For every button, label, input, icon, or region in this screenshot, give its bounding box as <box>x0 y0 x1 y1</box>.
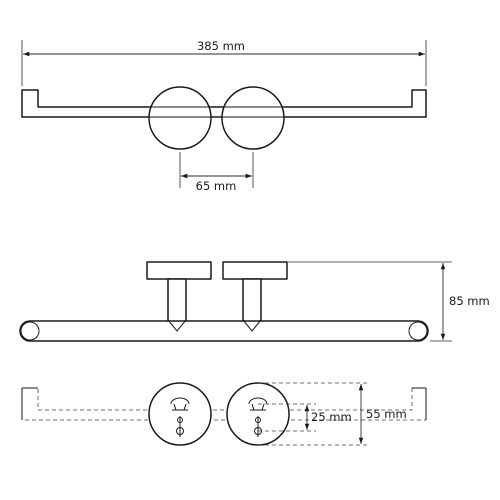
bar-end-left <box>20 321 40 341</box>
bottom-view: 25 mm 55 mm <box>21 382 427 446</box>
post-tip-left <box>167 319 187 332</box>
rosette-right <box>221 86 285 150</box>
height-dimension-label: 85 mm <box>449 294 490 308</box>
rosette-left-bottom <box>148 382 212 446</box>
bar-end-right <box>408 321 428 341</box>
outer-dimension-label: 55 mm <box>366 407 407 421</box>
bar-front <box>19 320 429 342</box>
spacing-dimension-label: 65 mm <box>196 179 237 193</box>
wall-plate-left <box>146 261 212 280</box>
front-view: 85 mm <box>19 261 490 342</box>
keyhole-right-top <box>248 397 268 405</box>
rosette-left <box>148 86 212 150</box>
length-dimension-label: 385 mm <box>197 39 245 53</box>
wall-plate-right <box>222 261 288 280</box>
keyhole-left-top <box>170 397 190 405</box>
inner-dimension-label: 25 mm <box>311 410 352 424</box>
post-tip-right <box>242 319 262 332</box>
top-view: 385 mm 65 mm <box>21 39 427 193</box>
